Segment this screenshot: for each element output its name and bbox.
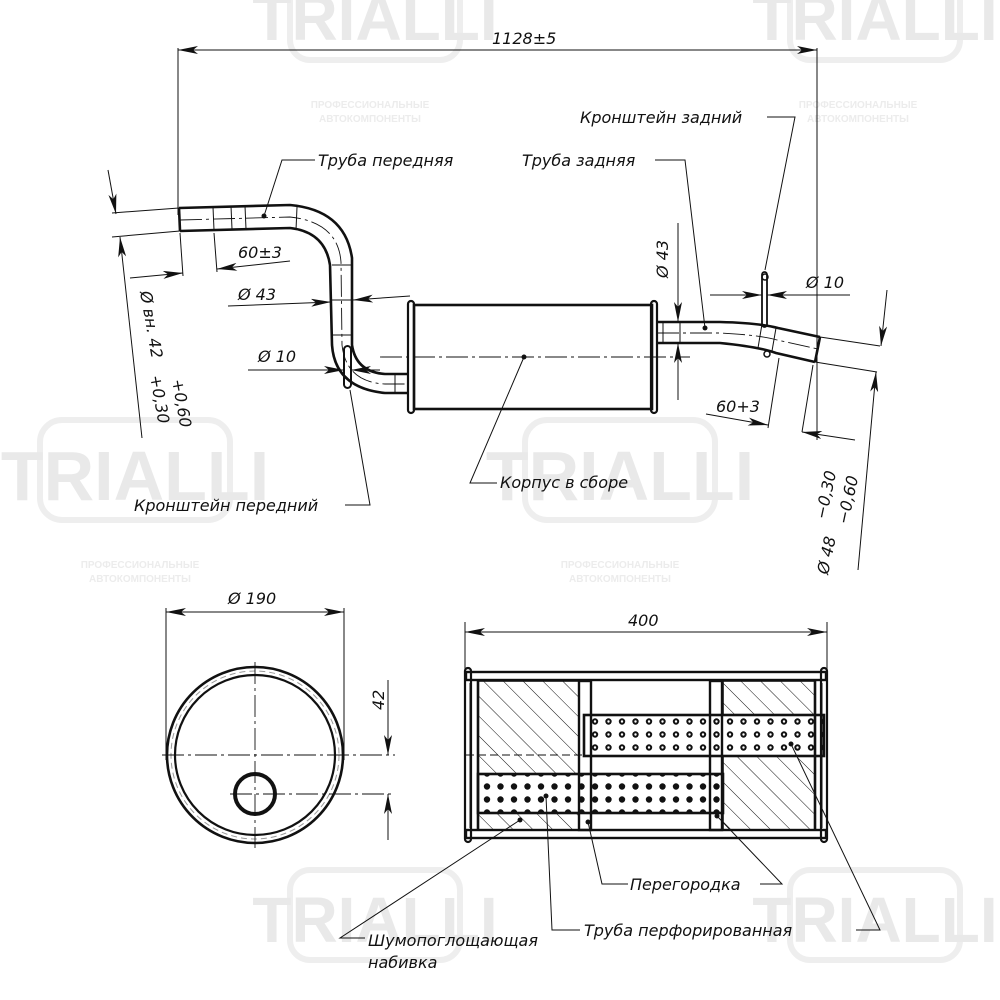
packing-label-line2: набивка (368, 953, 437, 972)
watermark-logo: TRIALLI (752, 0, 998, 63)
watermark-group: TRIALLI TRIALLI ПРОФЕССИОНАЛЬНЫЕ АВТОКОМ… (1, 0, 998, 963)
watermark-logo: TRIALLI (252, 867, 498, 963)
body-diameter-dimension: Ø 190 (227, 589, 276, 608)
rear-outer-diameter-dimension: Ø 48 (813, 535, 840, 577)
svg-text:TRIALLI: TRIALLI (252, 884, 497, 956)
section-view: 400 Перегородка Труб (338, 611, 881, 972)
svg-text:TRIALLI: TRIALLI (752, 0, 997, 54)
svg-text:АВТОКОМПОНЕНТЫ: АВТОКОМПОНЕНТЫ (319, 114, 421, 125)
svg-text:TRIALLI: TRIALLI (486, 437, 754, 515)
watermark-logo: TRIALLI (252, 0, 498, 63)
body-length-dimension: 400 (628, 611, 659, 630)
body-label: Корпус в сборе (500, 473, 628, 492)
svg-text:ПРОФЕССИОНАЛЬНЫЕ: ПРОФЕССИОНАЛЬНЫЕ (799, 100, 918, 111)
front-pipe (177, 203, 408, 395)
rear-bracket-label: Кронштейн задний (580, 108, 742, 127)
overall-length-dimension: 1128±5 (492, 29, 556, 48)
svg-text:TRIALLI: TRIALLI (1, 437, 269, 515)
baffle-label: Перегородка (630, 875, 741, 894)
front-bracket-label: Кронштейн передний (134, 496, 318, 515)
watermark-logo: TRIALLI (752, 867, 998, 963)
front-bracket-diameter-dimension: Ø 10 (257, 347, 296, 366)
svg-text:АВТОКОМПОНЕНТЫ: АВТОКОМПОНЕНТЫ (569, 574, 671, 585)
rear-pipe (657, 271, 822, 364)
perforated-pipe-label: Труба перфорированная (584, 921, 793, 940)
svg-text:ПРОФЕССИОНАЛЬНЫЕ: ПРОФЕССИОНАЛЬНЫЕ (561, 560, 680, 571)
svg-text:ПРОФЕССИОНАЛЬНЫЕ: ПРОФЕССИОНАЛЬНЫЕ (81, 560, 200, 571)
rear-pipe-diameter-dimension: Ø 43 (653, 240, 672, 279)
watermark-logo: TRIALLI (486, 417, 754, 523)
front-pipe-diameter-dimension: Ø 43 (237, 285, 276, 304)
front-inner-diameter-dimension: Ø вн. 42 (136, 288, 167, 359)
rear-pipe-label: Труба задняя (522, 151, 636, 170)
rear-insert-length-dimension: 60+3 (716, 397, 760, 416)
svg-text:TRIALLI: TRIALLI (252, 0, 497, 54)
watermark-logo: TRIALLI (1, 417, 269, 523)
svg-text:АВТОКОМПОНЕНТЫ: АВТОКОМПОНЕНТЫ (807, 114, 909, 125)
front-pipe-label: Труба передняя (318, 151, 454, 170)
svg-text:ПРОФЕССИОНАЛЬНЫЕ: ПРОФЕССИОНАЛЬНЫЕ (311, 100, 430, 111)
muffler-body (380, 299, 690, 415)
pipe-offset-dimension: 42 (369, 690, 388, 710)
svg-text:АВТОКОМПОНЕНТЫ: АВТОКОМПОНЕНТЫ (89, 574, 191, 585)
front-insert-length-dimension: 60±3 (238, 243, 282, 262)
packing-label-line1: Шумопоглощающая (368, 931, 538, 950)
end-view: Ø 190 42 (162, 589, 395, 848)
rear-bracket-diameter-dimension: Ø 10 (805, 273, 844, 292)
